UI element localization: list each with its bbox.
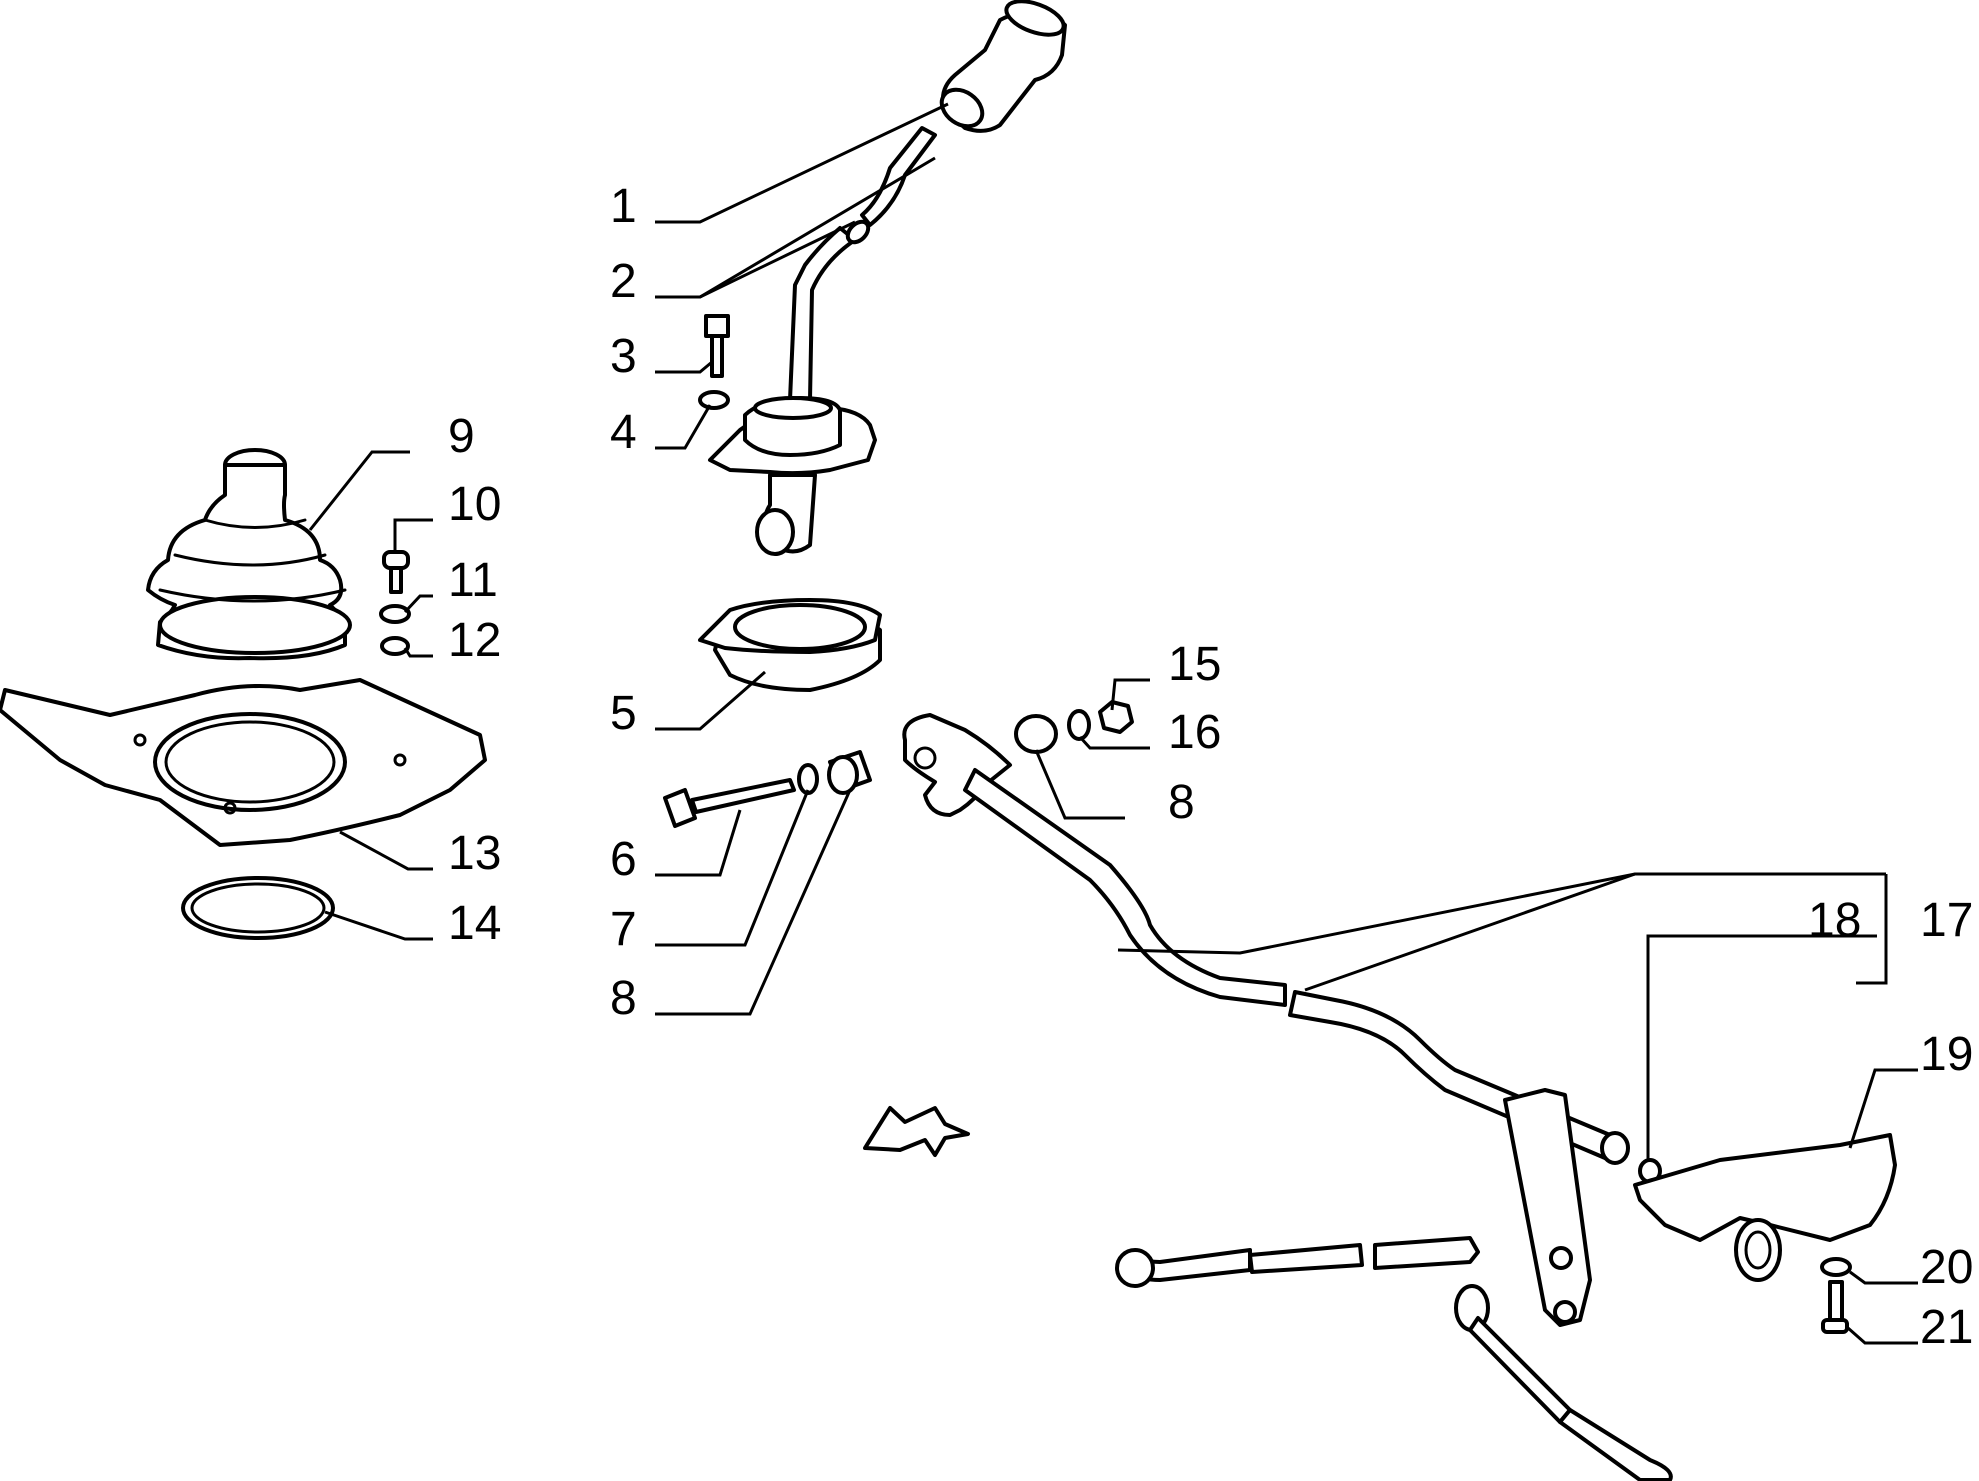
rubber-gaiter-9 [146, 448, 352, 661]
callout-12: 12 [448, 614, 501, 667]
callout-7: 7 [610, 903, 637, 956]
callout-9: 9 [448, 410, 475, 463]
callout-19: 19 [1920, 1028, 1973, 1081]
washer-20 [1820, 1257, 1852, 1277]
bush-8-right [1014, 714, 1058, 754]
callout-17: 17 [1920, 894, 1973, 947]
o-ring-14 [181, 876, 335, 940]
callout-5: 5 [610, 687, 637, 740]
bolt-3 [704, 314, 730, 378]
callout-14: 14 [448, 897, 501, 950]
callout-2: 2 [610, 255, 637, 308]
washer-12 [380, 636, 410, 656]
linkage-rod-lower [1454, 1284, 1673, 1481]
callout-10: 10 [448, 478, 501, 531]
washer-16 [1067, 709, 1091, 741]
lever-housing [708, 396, 877, 556]
washer-11 [379, 604, 411, 624]
nut-15 [1098, 700, 1134, 734]
callout-8-left: 8 [610, 972, 637, 1025]
selector-rod-17 [902, 713, 1630, 1327]
callout-21: 21 [1920, 1301, 1973, 1354]
gear-lever-rod [788, 126, 937, 402]
leader-lines [308, 102, 1918, 1345]
callout-4: 4 [610, 406, 637, 459]
callout-6: 6 [610, 833, 637, 886]
support-bracket-19 [1633, 1133, 1897, 1282]
callout-18: 18 [1808, 894, 1861, 947]
callout-15: 15 [1168, 638, 1221, 691]
washer-7 [797, 763, 819, 795]
washer-4 [698, 390, 730, 410]
screw-10 [382, 550, 410, 594]
callout-20: 20 [1920, 1241, 1973, 1294]
long-bolt-6 [663, 778, 796, 828]
bush-8-left [827, 750, 872, 795]
floor-plate-13 [0, 678, 487, 847]
callout-13: 13 [448, 827, 501, 880]
callout-numbers: 1 2 3 4 5 6 7 8 8 9 10 11 12 13 14 15 16… [448, 180, 1973, 1354]
gear-knob [939, 0, 1067, 133]
callout-16: 16 [1168, 706, 1221, 759]
callout-1: 1 [610, 180, 637, 233]
callout-11: 11 [448, 554, 498, 607]
callout-8-right: 8 [1168, 776, 1195, 829]
screw-21 [1821, 1280, 1849, 1334]
lever-base-5 [698, 598, 882, 692]
front-direction-arrow-icon [863, 1106, 970, 1157]
callout-3: 3 [610, 330, 637, 383]
linkage-rod-upper [1115, 1236, 1480, 1288]
